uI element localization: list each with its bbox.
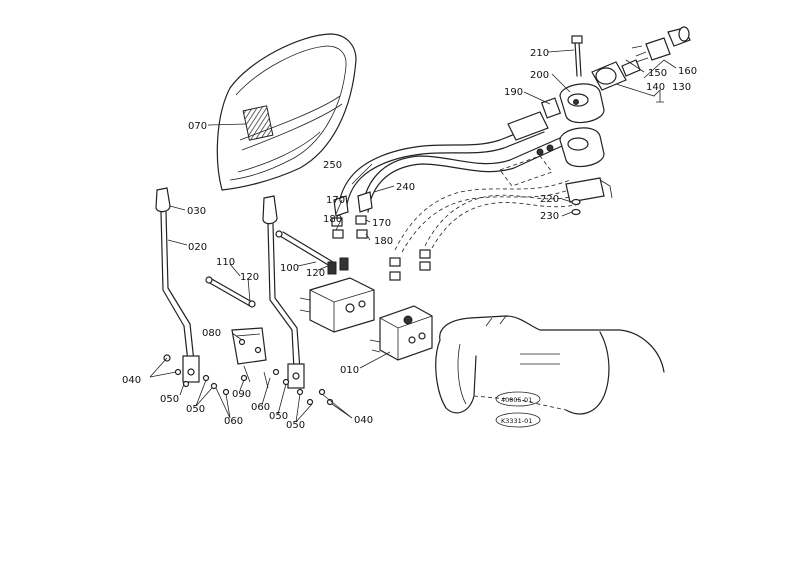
fender-panel: [216, 33, 357, 191]
callout-220: 220: [540, 194, 559, 205]
callout-040-right: 040: [354, 415, 373, 426]
callout-200: 200: [530, 70, 549, 81]
callout-050-c: 050: [269, 411, 288, 422]
callout-190: 190: [504, 87, 523, 98]
control-valve-upper: [299, 257, 375, 333]
hydraulic-hoses: [333, 123, 581, 253]
callout-040-left: 040: [122, 375, 141, 386]
callout-060-left: 060: [224, 416, 243, 427]
callout-050-d: 050: [286, 420, 305, 431]
drawing-stamps: 40805-01 K3331-01: [495, 391, 541, 428]
bracket-bolts: [565, 35, 613, 216]
linkage-rods: [205, 230, 334, 308]
callout-070: 070: [188, 121, 207, 132]
callout-170-left: 170: [326, 195, 345, 206]
lever-bracket: [231, 327, 267, 365]
callout-090: 090: [232, 389, 251, 400]
callout-labels: 070 030 020 110 120 100 120 080 040 050 …: [122, 48, 697, 431]
callout-140: 140: [646, 82, 665, 93]
callout-160: 160: [678, 66, 697, 77]
callout-030: 030: [187, 206, 206, 217]
callout-050-a: 050: [160, 394, 179, 405]
callout-130: 130: [672, 82, 691, 93]
callout-180-left: 180: [323, 214, 342, 225]
callout-080: 080: [202, 328, 221, 339]
leader-lines: [149, 49, 677, 423]
lever-hardware: [163, 354, 334, 406]
lever-right: [262, 195, 305, 389]
stamp-code-bottom: K3331-01: [501, 417, 532, 425]
callout-060-right: 060: [251, 402, 270, 413]
transmission-housing: [435, 315, 665, 415]
lever-left: [155, 187, 200, 383]
stamp-oval-top: [495, 391, 541, 407]
control-valve-lower: [369, 305, 433, 361]
stamp-oval-bottom: [495, 412, 541, 428]
callout-150: 150: [648, 68, 667, 79]
callout-230: 230: [540, 211, 559, 222]
callout-100: 100: [280, 263, 299, 274]
callout-210: 210: [530, 48, 549, 59]
callout-050-b: 050: [186, 404, 205, 415]
callout-010: 010: [340, 365, 359, 376]
callout-180-right: 180: [374, 236, 393, 247]
stamp-code-top: 40805-01: [501, 396, 532, 404]
callout-170-right: 170: [372, 218, 391, 229]
callout-250: 250: [323, 160, 342, 171]
callout-120-left: 120: [240, 272, 259, 283]
quick-coupler: [591, 26, 691, 91]
coupler-upper: [507, 83, 605, 141]
fittings: [331, 215, 431, 281]
coupler-lower: [499, 127, 605, 187]
decal-label: [242, 105, 274, 141]
callout-020: 020: [188, 242, 207, 253]
callout-120-mid: 120: [306, 268, 325, 279]
callout-110: 110: [216, 257, 235, 268]
callout-240: 240: [396, 182, 415, 193]
